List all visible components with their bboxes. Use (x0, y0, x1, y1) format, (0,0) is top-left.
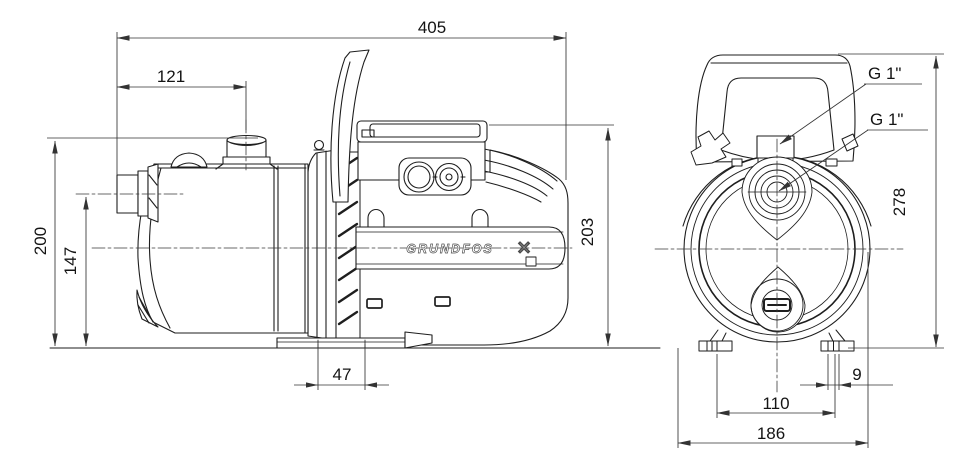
discharge-port-front (756, 135, 795, 159)
dim-overall-length: 405 (418, 18, 446, 37)
lifting-lug (471, 209, 489, 228)
dim-foot-length: 47 (333, 365, 352, 384)
vent-slot (434, 296, 451, 307)
dimension-labels: 405 121 200 147 203 47 278 9 110 186 G 1… (31, 18, 909, 443)
label-top-port: G 1" (868, 64, 901, 83)
grundfos-logo: GRUNDFOS (406, 242, 494, 256)
dim-foot-slot-width: 9 (852, 365, 861, 384)
nameplate-tag (525, 256, 537, 267)
carry-handle-side (330, 49, 370, 203)
cable-glands (398, 157, 472, 196)
label-front-port: G 1" (870, 110, 903, 129)
base-foot (276, 331, 433, 349)
clamp-knob (313, 139, 325, 151)
lifting-lug (367, 209, 385, 228)
dim-front-height: 278 (890, 188, 909, 216)
dim-total-height: 200 (31, 227, 50, 255)
clamp-ring (307, 139, 337, 341)
foot-left (698, 340, 733, 352)
discharge-port (215, 134, 278, 170)
dim-motor-height: 203 (578, 218, 597, 246)
front-view (654, 54, 904, 393)
dimension-lines (47, 32, 944, 448)
dim-port-offset: 121 (157, 67, 185, 86)
foot-right (820, 340, 855, 352)
front-centerlines (654, 138, 904, 393)
vent-slot (366, 298, 383, 309)
dim-overall-width: 186 (757, 424, 785, 443)
feet-front (698, 329, 855, 352)
flange-tab (731, 158, 743, 167)
pump-housing (136, 163, 309, 334)
grundfos-logo-mark: ✕ (516, 238, 531, 258)
front-foot-hatch (136, 289, 159, 328)
inlet-port (116, 163, 159, 223)
flange-tab (825, 158, 838, 167)
leader-lines (778, 83, 928, 192)
dim-inlet-height: 147 (61, 247, 80, 275)
priming-plug (170, 152, 208, 168)
dim-foot-spacing: 110 (762, 394, 789, 413)
side-view (49, 49, 661, 349)
